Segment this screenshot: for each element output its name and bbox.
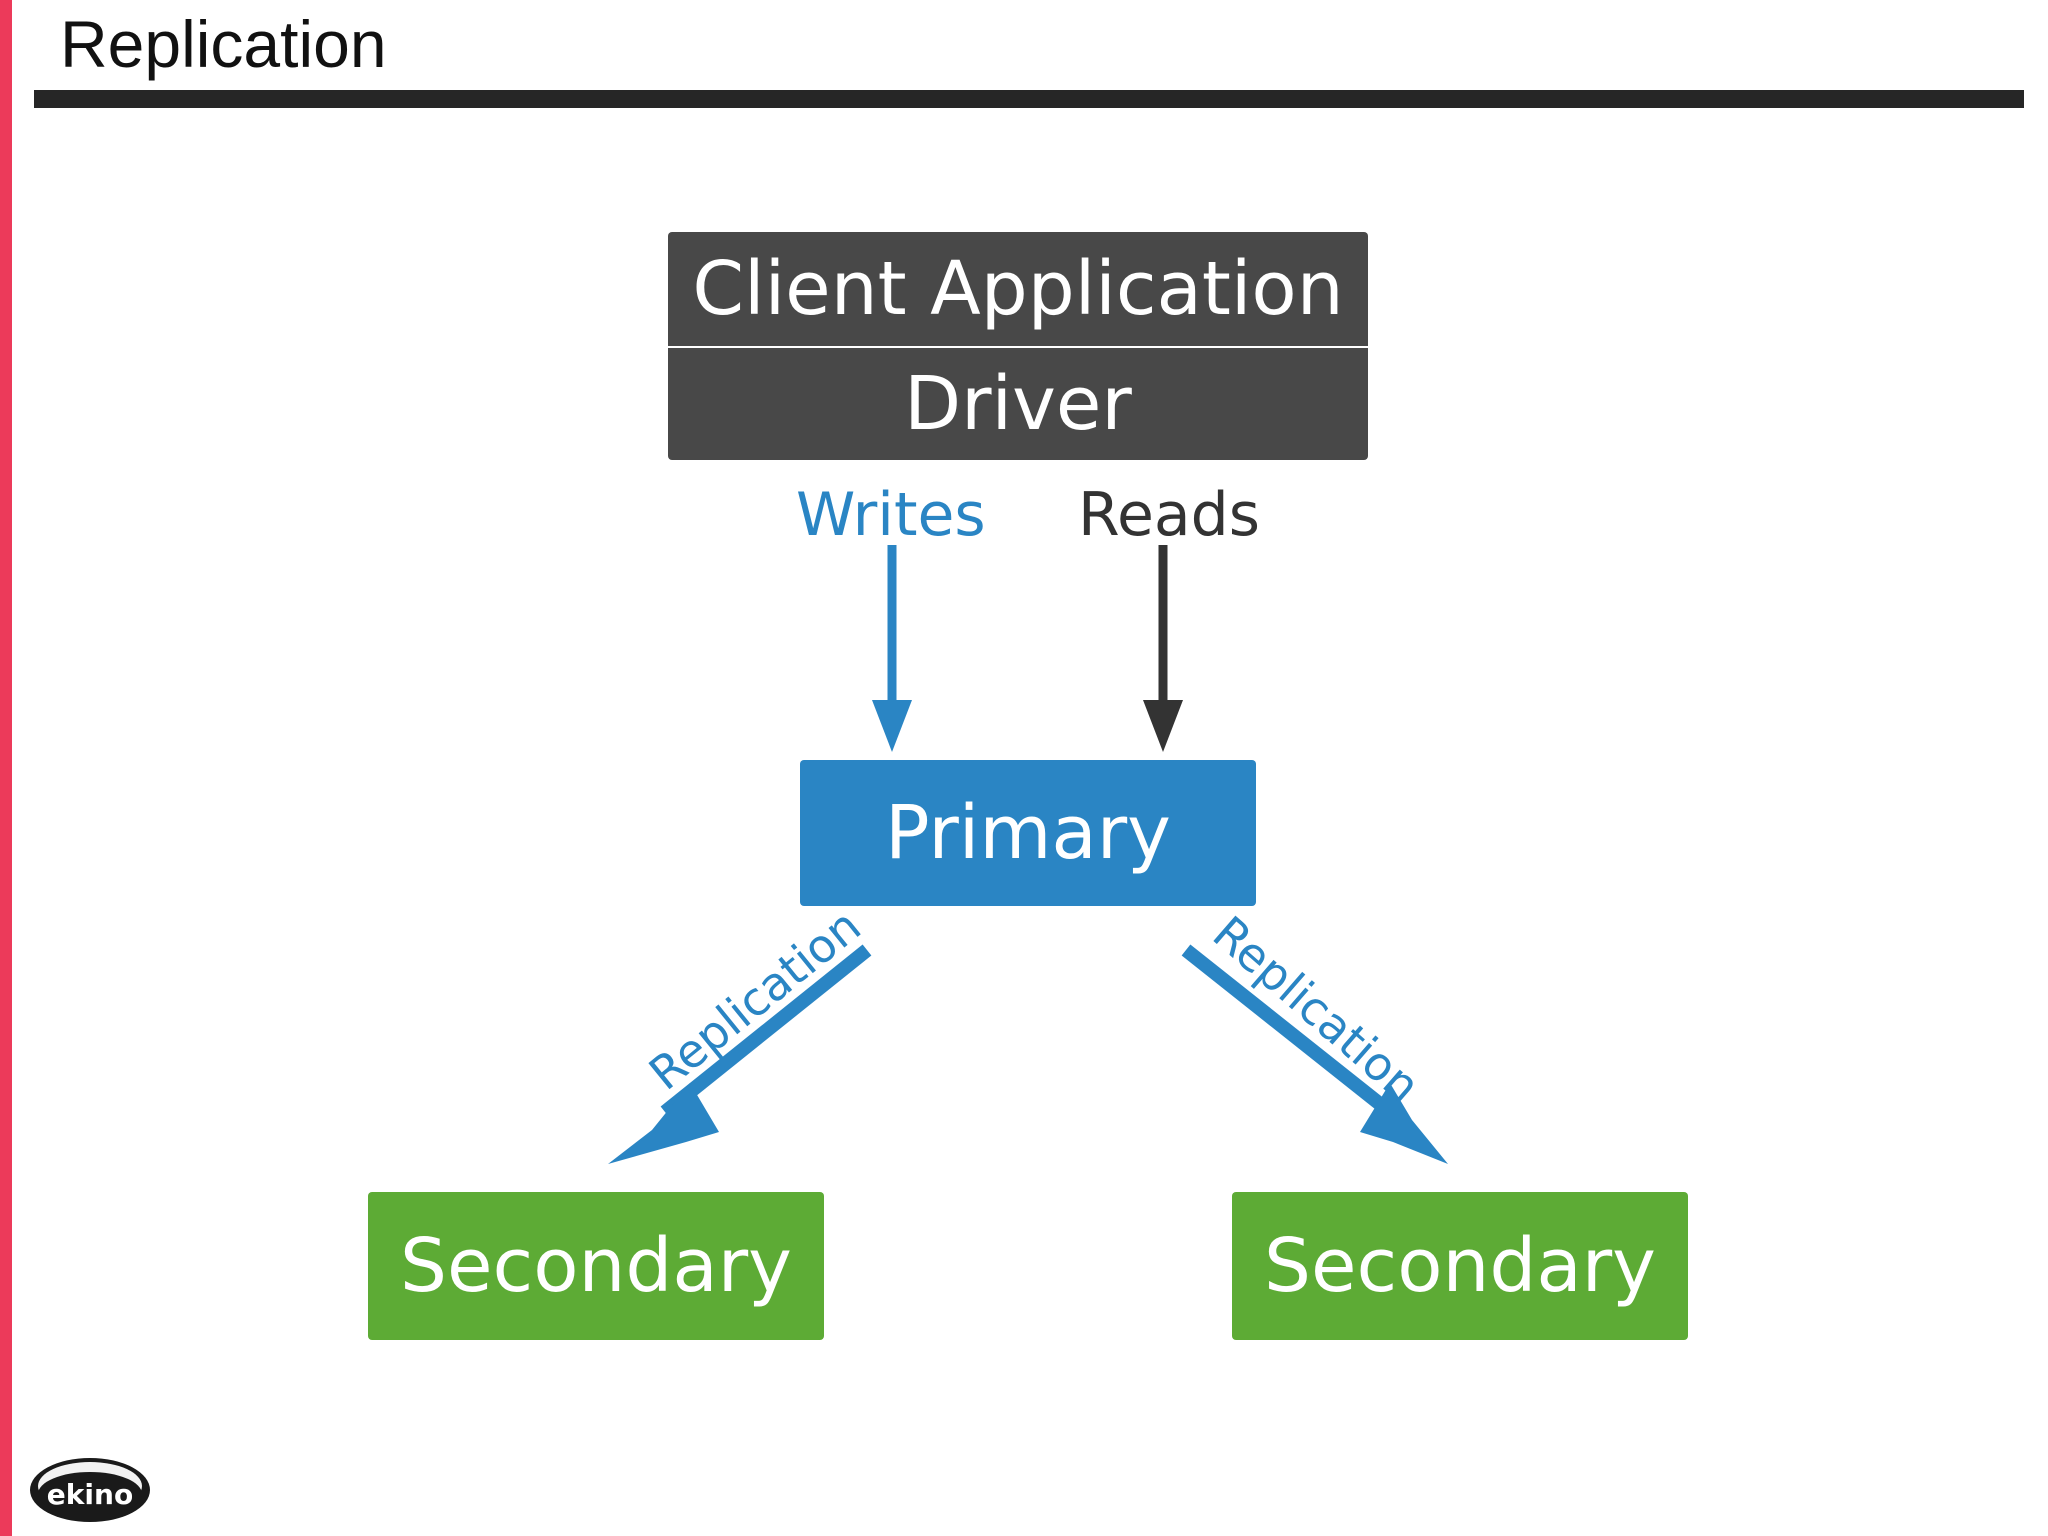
slide-title: Replication [60, 7, 387, 81]
driver-box: Driver [668, 348, 1368, 460]
driver-label: Driver [904, 361, 1132, 447]
reads-arrow [1143, 545, 1183, 752]
client-application-label: Client Application [692, 246, 1344, 332]
reads-label: Reads [1078, 480, 1261, 550]
secondary-label-left: Secondary [400, 1223, 792, 1309]
secondary-box-left: Secondary [368, 1192, 824, 1340]
client-application-box: Client Application [668, 232, 1368, 346]
ekino-logo: ekino [30, 1458, 150, 1522]
secondary-box-right: Secondary [1232, 1192, 1688, 1340]
primary-label: Primary [885, 790, 1171, 876]
writes-label: Writes [796, 480, 986, 550]
primary-box: Primary [800, 760, 1256, 906]
replication-label-left: Replication [639, 898, 871, 1100]
writes-arrow [872, 545, 912, 752]
title-divider [34, 90, 2024, 108]
replication-label-right: Replication [1203, 906, 1431, 1114]
secondary-label-right: Secondary [1264, 1223, 1656, 1309]
accent-side-bar [0, 0, 12, 1536]
ekino-logo-text: ekino [47, 1478, 133, 1511]
replication-arrow-right: Replication [1181, 906, 1448, 1164]
replication-arrow-left: Replication [608, 898, 872, 1164]
